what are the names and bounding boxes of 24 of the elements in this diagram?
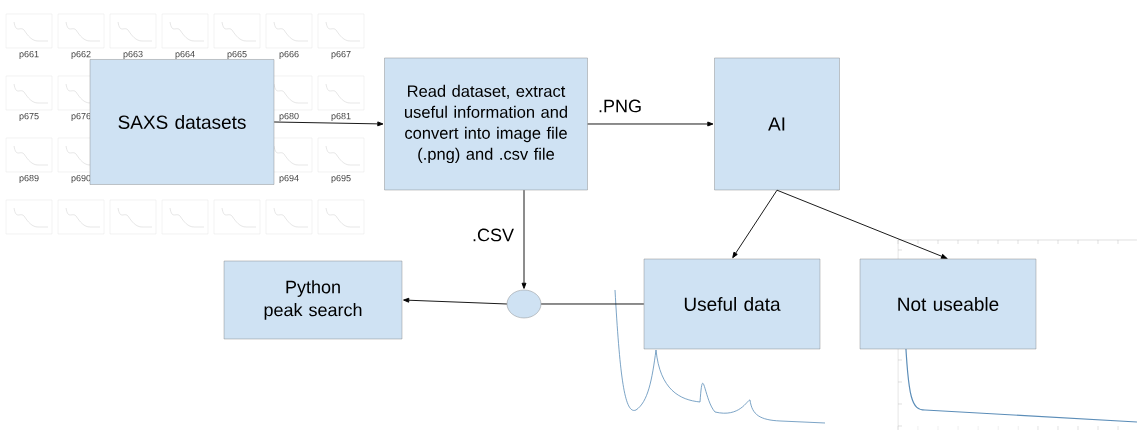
process-box: Python peak search — [223, 260, 403, 340]
process-box: AI — [714, 57, 840, 191]
process-box: SAXS datasets — [89, 59, 275, 185]
process-box: Read dataset, extract useful information and convert into image file (.png) and .csv file — [384, 57, 588, 191]
thumbnail-label: p661 — [19, 50, 39, 60]
process-box: Useful data — [643, 258, 821, 350]
edge-label: .PNG — [597, 98, 643, 114]
arrow — [587, 121, 714, 127]
arrow — [403, 297, 508, 305]
thumbnail-label: p695 — [331, 174, 351, 184]
thumbnail-label: p681 — [331, 112, 351, 122]
junction-circle — [506, 289, 542, 319]
arrow — [776, 189, 948, 259]
thumbnail-label: p667 — [331, 50, 351, 60]
thumbnail-label: p680 — [279, 112, 299, 122]
thumbnail-label: p662 — [71, 50, 91, 60]
arrow — [732, 189, 778, 259]
arrow — [521, 189, 527, 289]
edge-label: .CSV — [471, 227, 515, 243]
arrow — [273, 121, 384, 127]
thumbnail-label: p666 — [279, 50, 299, 60]
process-box: Not useable — [859, 258, 1037, 350]
thumbnail-label: p675 — [19, 112, 39, 122]
thumbnail-label: p689 — [19, 174, 39, 184]
